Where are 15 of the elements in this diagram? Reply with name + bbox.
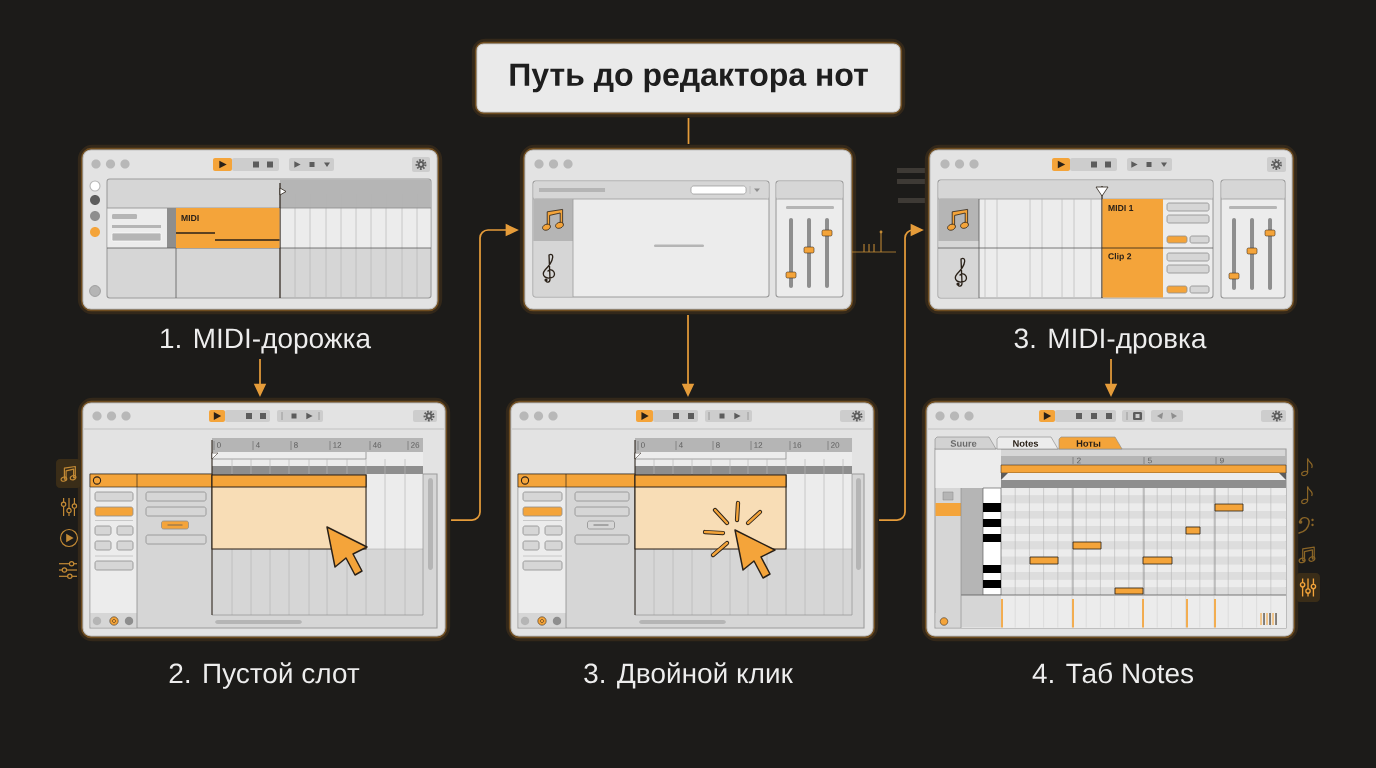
step-caption: 1. MIDI-дорожка [161,328,372,354]
app-window [519,144,857,315]
ruler-number: 9 [1220,457,1224,464]
step-caption: 2. Пустой слот [169,662,360,689]
tab: Suure [934,436,997,450]
step-caption: 3. Двойной клик [584,662,793,689]
step-caption: 3. MIDI-дровка [1014,328,1207,354]
step-caption: 4. Таб Notes [1032,662,1194,684]
tab: Notes [996,436,1059,450]
ruler-number: 2 [1077,457,1081,464]
connector-line [687,117,690,145]
clip-block: MIDI [175,208,281,248]
ruler-number: 5 [1148,457,1152,464]
tab: Ноты [1058,436,1123,450]
title-box: Путь до редактора нот [471,38,906,118]
